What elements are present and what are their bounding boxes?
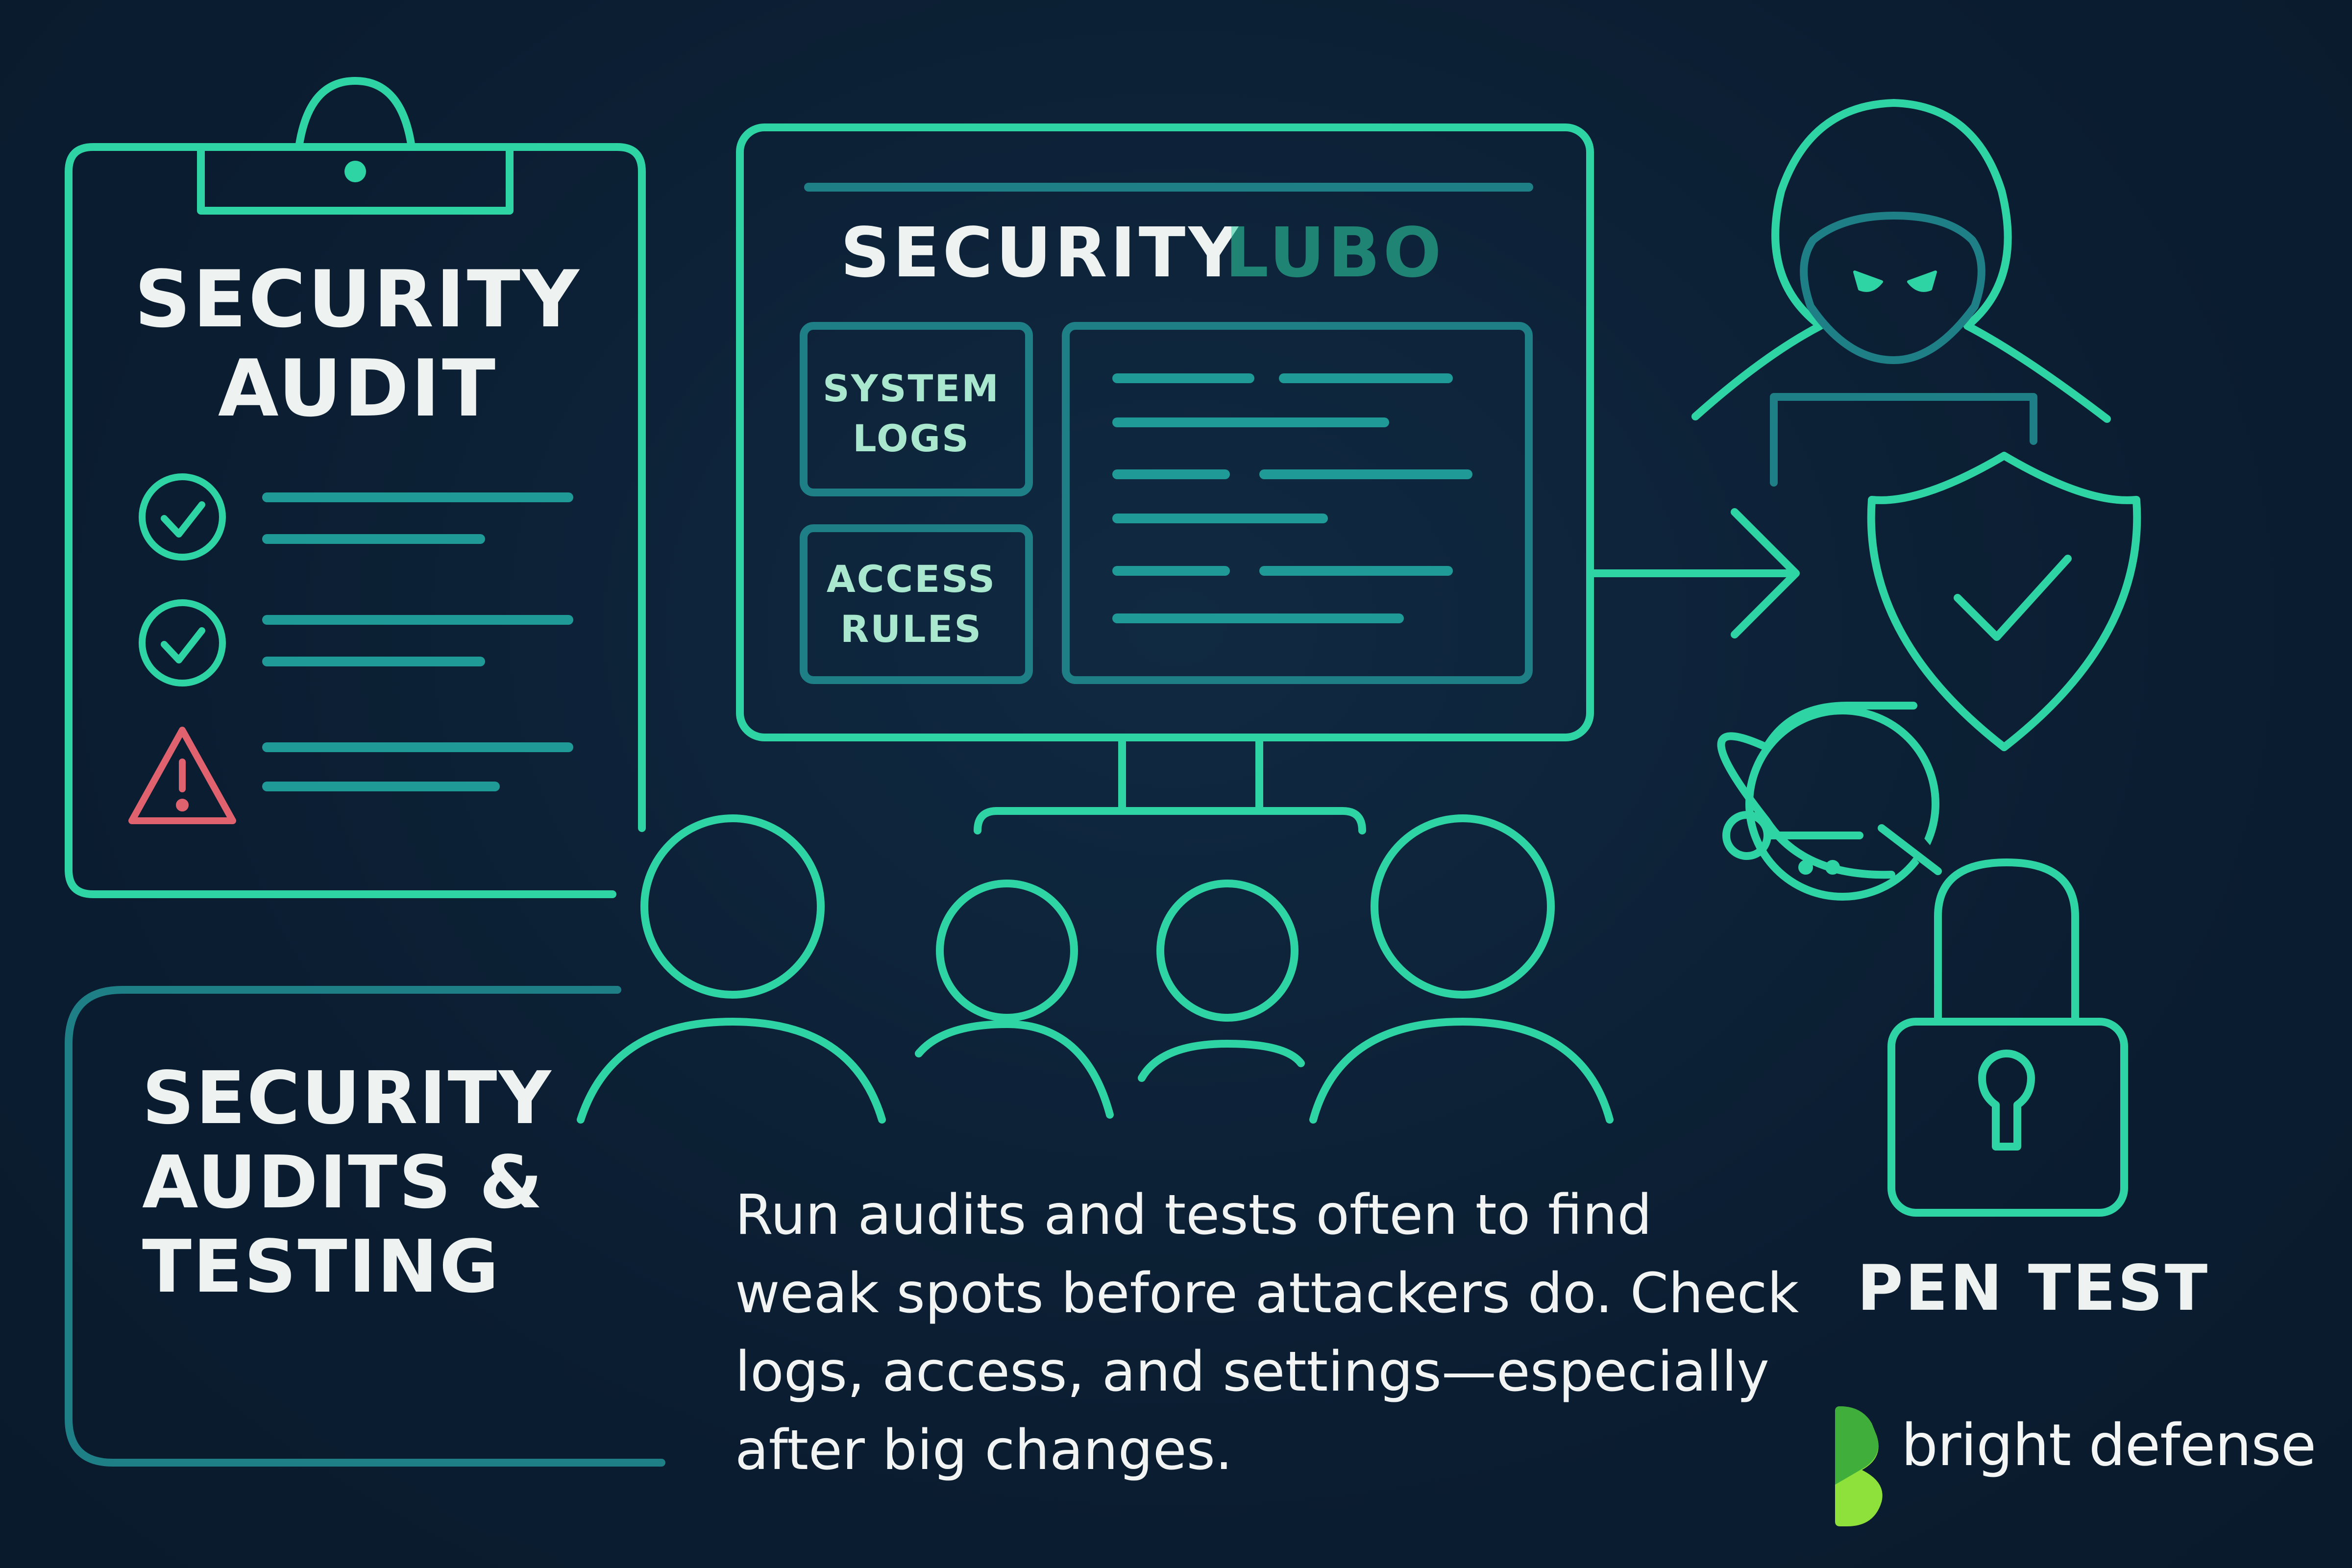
panel-system-logs-line2: LOGS [853,416,970,460]
panel-system-logs: SYSTEM LOGS [804,364,1019,464]
clipboard-title: SECURITY AUDIT [64,255,652,433]
bright-defense-logo-icon [1835,1406,1883,1526]
check-circle-icon [139,473,226,561]
panel-access-rules: ACCESS RULES [804,554,1019,654]
panel-access-rules-line1: ACCESS [826,557,997,601]
team-icon [577,814,1614,1124]
monitor-title: SECURITY [840,213,1241,293]
pen-test-label: PEN TEST [1857,1252,2210,1325]
shield-check-icon [1867,452,2141,751]
brand-name: bright defense [1901,1411,2316,1479]
monitor-title-faded: LUBO [1225,213,1445,293]
arrow-right-icon [1589,508,1800,638]
clipboard-title-line2: AUDIT [218,343,498,434]
check-circle-icon [139,599,226,686]
section-frame [65,986,665,1467]
checklist-lines [262,492,573,791]
panel-system-logs-line1: SYSTEM [823,367,1000,410]
monitor-icon [736,123,1594,834]
magnifier-key-icon [1717,701,1948,901]
hacker-icon [1691,99,2111,487]
section-title: SECURITY AUDITS & TESTING [142,1056,553,1309]
warning-triangle-icon [128,727,236,824]
padlock-icon [1887,858,2128,1217]
clipboard-title-line1: SECURITY [134,253,581,345]
section-description: Run audits and tests often to find weak … [735,1183,1799,1482]
clipboard-icon [65,77,646,898]
panel-access-rules-line2: RULES [840,607,983,651]
